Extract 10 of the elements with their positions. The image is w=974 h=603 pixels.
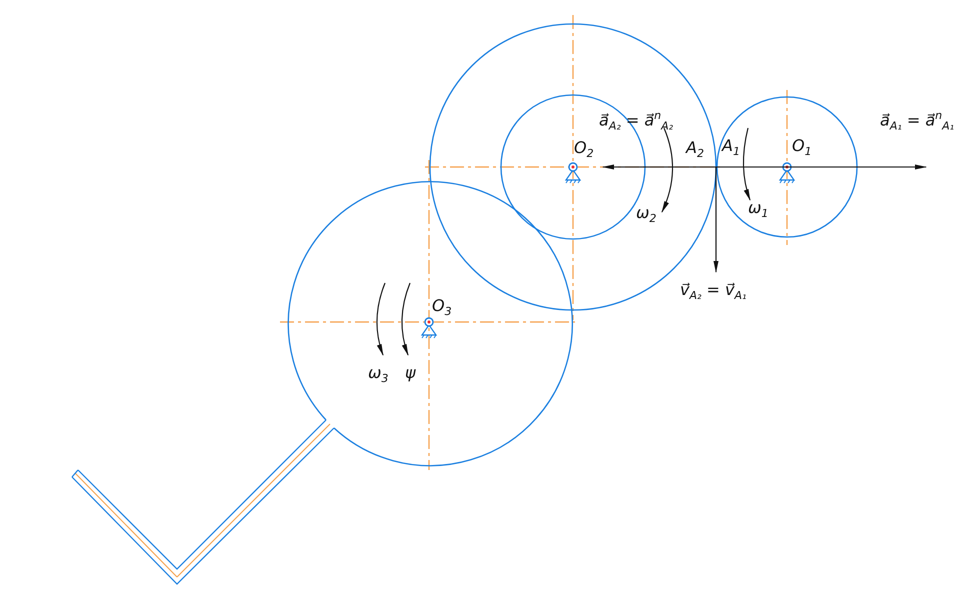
- point-label: A$_{1}$: [722, 138, 740, 158]
- point-label: O$_{2}$: [574, 140, 594, 160]
- point-label: O$_{1}$: [792, 138, 812, 158]
- angular-velocity-label: ω$_{2}$: [636, 205, 656, 224]
- angular-velocity-label: ω$_{1}$: [748, 200, 768, 220]
- point-label: A$_{2}$: [686, 140, 704, 160]
- angle-label: ψ: [405, 365, 416, 381]
- angular-velocity-label: ω$_{3}$: [368, 365, 388, 384]
- velocity-label: v⃗$_{A₂}$ = v⃗$_{A₁}$: [680, 282, 746, 302]
- point-label: O$_{3}$: [432, 298, 452, 318]
